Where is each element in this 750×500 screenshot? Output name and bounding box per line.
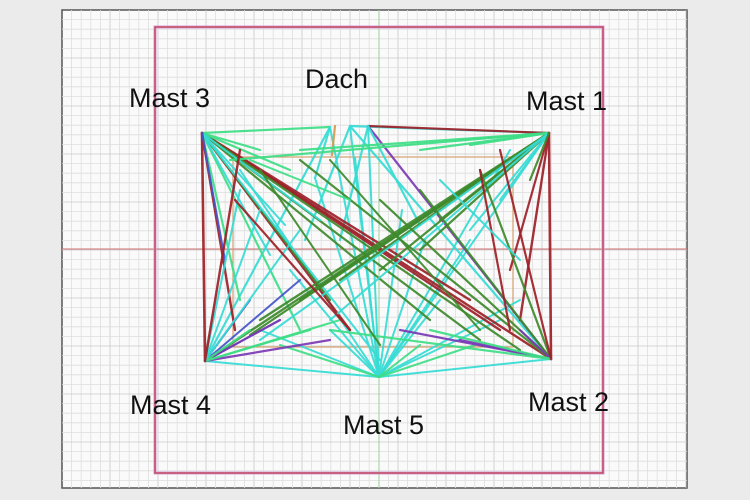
cable-line	[279, 344, 380, 378]
cable-line	[378, 239, 426, 378]
cable-line	[298, 131, 551, 152]
roof-label: Dach	[305, 64, 368, 94]
cable-line	[249, 159, 351, 201]
cable-line	[200, 125, 332, 135]
cable-line	[200, 131, 302, 332]
cable-line	[328, 328, 553, 361]
cable-line	[201, 132, 286, 226]
cable-line	[200, 131, 262, 152]
cable-line	[203, 148, 242, 363]
cable-line	[378, 358, 552, 378]
cable-line	[366, 124, 422, 227]
cable-line	[329, 329, 380, 378]
cable-line	[478, 168, 512, 332]
cable-line	[233, 198, 352, 332]
cable-line	[398, 328, 553, 361]
cable-line	[330, 124, 337, 157]
cable-line	[378, 239, 471, 378]
cable-line	[203, 338, 332, 363]
cable-line	[259, 132, 550, 341]
cable-line	[203, 318, 342, 363]
mast-5-label: Mast 5	[343, 410, 424, 440]
cable-lines	[200, 124, 553, 378]
cable-line	[439, 179, 521, 261]
cable-line	[200, 131, 242, 302]
cable-line	[204, 209, 261, 362]
cable-line	[200, 131, 432, 322]
cable-line	[468, 131, 551, 147]
mast-4-label: Mast 4	[130, 390, 211, 420]
cable-line	[201, 132, 226, 261]
cable-line	[201, 132, 321, 221]
cable-line	[258, 131, 551, 322]
cable-line	[378, 344, 476, 378]
cable-line	[259, 169, 381, 346]
cable-line	[478, 168, 553, 361]
mast-2-label: Mast 2	[528, 387, 609, 417]
cable-line	[528, 131, 551, 182]
cable-line	[289, 269, 380, 378]
boundary-outline	[154, 26, 604, 474]
cable-line	[200, 131, 472, 302]
cable-line	[248, 131, 551, 337]
cable-line	[418, 188, 553, 361]
mast-3-label: Mast 3	[129, 83, 210, 113]
cable-line	[348, 124, 553, 361]
mast-1-label: Mast 1	[526, 86, 607, 116]
cable-line	[201, 132, 381, 361]
cable-line	[201, 132, 271, 256]
cable-line	[508, 131, 551, 272]
cable-line	[499, 132, 550, 201]
cable-line	[366, 124, 551, 135]
cable-line	[204, 229, 301, 362]
cable-line	[428, 328, 553, 361]
cable-line	[203, 328, 252, 363]
cable-line	[378, 132, 550, 378]
cable-line	[498, 148, 553, 361]
cable-line	[204, 279, 301, 362]
cable-line	[329, 132, 550, 321]
cable-line	[378, 299, 441, 378]
cable-line	[203, 318, 282, 363]
cable-line	[378, 344, 421, 378]
cable-line	[200, 131, 292, 172]
cable-line	[518, 328, 553, 361]
cable-line	[200, 131, 207, 363]
cable-line	[469, 132, 550, 231]
cable-line	[547, 131, 553, 361]
cable-line	[204, 360, 380, 378]
cable-line	[329, 159, 481, 331]
